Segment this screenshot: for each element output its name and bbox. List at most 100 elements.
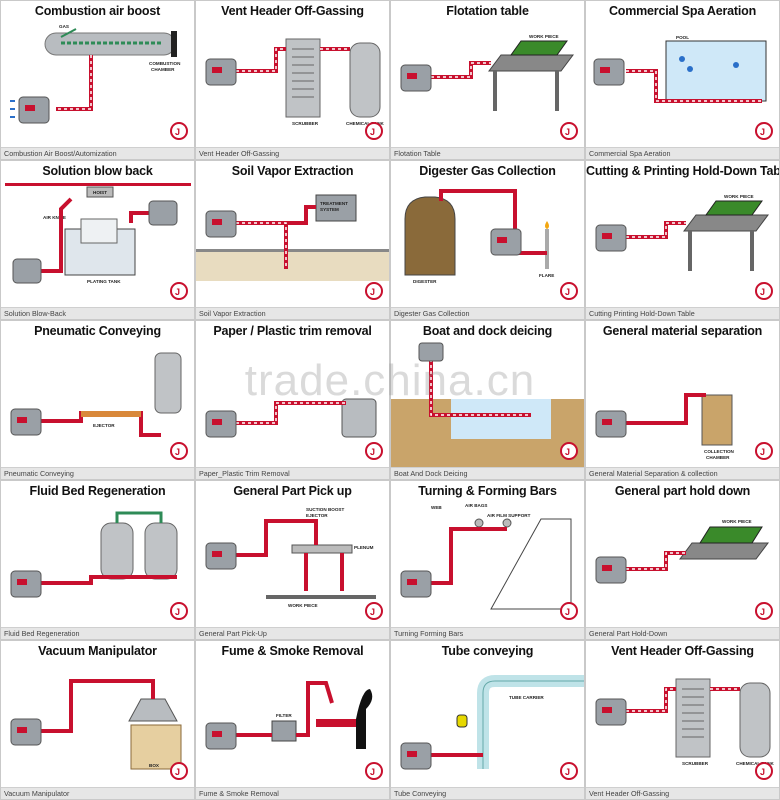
blower-motor xyxy=(602,707,612,713)
tile-title: Combustion air boost xyxy=(34,4,161,18)
filter xyxy=(271,720,297,742)
tile-caption: Turning Forming Bars xyxy=(391,627,584,639)
box xyxy=(130,724,182,770)
blower-icon xyxy=(148,200,178,226)
brand-logo-icon xyxy=(755,442,773,460)
tile-caption: Solution Blow-Back xyxy=(1,307,194,319)
brand-logo-glyph: J xyxy=(760,127,765,137)
forming-scene: WEB AIR BAGS AIR FILM SUPPORT J xyxy=(400,503,578,620)
label-hoist: HOIST xyxy=(93,190,107,195)
plenum xyxy=(291,544,353,554)
tile-tube-conveying: Tube conveying TUBE CARRIER J Tube Conve… xyxy=(390,640,585,800)
tile-title: Vent Header Off-Gassing xyxy=(221,4,364,18)
tile-vent-header-2: Vent Header Off-Gassing SCRUBBER CHEMICA… xyxy=(585,640,780,800)
brand-logo-icon xyxy=(170,282,188,300)
brand-logo-glyph: J xyxy=(370,607,375,617)
label-air-bags: AIR BAGS xyxy=(465,503,487,508)
hoist-rail xyxy=(5,183,191,186)
table-top xyxy=(679,542,769,560)
tile-title: General part hold down xyxy=(614,484,751,498)
pipe-dash xyxy=(236,48,350,72)
suction-hood xyxy=(128,698,178,722)
brand-logo-glyph: J xyxy=(760,447,765,457)
tile-title: Flotation table xyxy=(446,4,529,18)
label-scrubber: SCRUBBER xyxy=(292,121,319,126)
scrubber-lines xyxy=(682,688,704,738)
table-top xyxy=(683,214,769,232)
tile-spa-aeration: Commercial Spa Aeration POOL J Commercia… xyxy=(585,0,780,160)
brand-logo-glyph: J xyxy=(565,607,570,617)
brand-logo-icon xyxy=(170,442,188,460)
brand-logo-glyph: J xyxy=(565,767,570,777)
worker-figure xyxy=(356,689,373,749)
tile-trim-removal: Paper / Plastic trim removal J Paper_Pla… xyxy=(195,320,390,480)
brand-logo-icon xyxy=(560,602,578,620)
pipe xyxy=(431,61,491,79)
blower-motor xyxy=(212,731,222,737)
label-flare: FLARE xyxy=(539,273,554,278)
brand-logo-icon xyxy=(755,282,773,300)
label-chemical-tank: CHEMICAL TANK xyxy=(346,121,385,126)
label-tube-carrier: TUBE CARRIER xyxy=(509,695,544,700)
brand-logo-glyph: J xyxy=(760,607,765,617)
label-suction-boost: SUCTION BOOST xyxy=(306,507,344,512)
combustion-scene: GAS COMBUSTION CHAMBER J xyxy=(10,24,188,140)
label-chamber: CHAMBER xyxy=(151,67,175,72)
chemical-tank xyxy=(349,42,381,118)
label-plating-tank: PLATING TANK xyxy=(87,279,121,284)
tile-vacuum-manipulator: Vacuum Manipulator BOX J Vacuum Manipula… xyxy=(0,640,195,800)
brand-logo-icon xyxy=(170,762,188,780)
label-work-piece: WORK PIECE xyxy=(288,603,318,608)
blower-motor xyxy=(25,105,35,111)
pipe-dash xyxy=(430,359,531,416)
pipe-dash xyxy=(236,222,287,269)
tile-caption: General Material Separation & collection xyxy=(586,467,779,479)
blower-motor xyxy=(212,419,222,425)
label-work-piece: WORK PIECE xyxy=(529,34,559,39)
deicing-scene: J xyxy=(391,342,584,467)
tile-caption: Pneumatic Conveying xyxy=(1,467,194,479)
label-treatment: TREATMENT xyxy=(320,201,348,206)
brand-logo-glyph: J xyxy=(175,127,180,137)
forming-board xyxy=(490,518,572,610)
tile-cutting-printing: Cutting & Printing Hold-Down Table WORK … xyxy=(585,160,780,320)
table-leg xyxy=(688,231,692,271)
blower-motor xyxy=(407,73,417,79)
hoist xyxy=(86,186,114,198)
pipe xyxy=(129,211,149,223)
pool xyxy=(665,40,767,102)
pipe-dash xyxy=(431,62,491,78)
carrier-icon xyxy=(456,714,468,728)
bubble-icon xyxy=(679,56,685,62)
pipe xyxy=(626,69,670,103)
tile-title: General Part Pick up xyxy=(233,484,352,498)
label-gas: GAS xyxy=(59,24,69,29)
vent-scene-2: SCRUBBER CHEMICAL TANK J xyxy=(595,678,775,780)
link-pipe xyxy=(115,511,163,523)
brand-logo-icon xyxy=(170,602,188,620)
label-work-piece: WORK PIECE xyxy=(724,194,754,199)
tile-title: Vacuum Manipulator xyxy=(38,644,157,658)
flare-stack xyxy=(545,229,549,269)
bed-vessel xyxy=(144,522,178,580)
tile-caption: Boat And Dock Deicing xyxy=(391,467,584,479)
parts-basket xyxy=(80,218,118,244)
pipe xyxy=(236,519,344,591)
holddown-scene: WORK PIECE J xyxy=(595,519,773,620)
soil-scene: TREATMENT SYSTEM J xyxy=(196,194,389,300)
blower-motor xyxy=(497,237,507,243)
collection-bin xyxy=(341,398,377,438)
fume-scene: FILTER J xyxy=(205,681,383,780)
separation-scene: COLLECTION CHAMBER J xyxy=(595,393,773,460)
label-filter: FILTER xyxy=(276,713,292,718)
brand-logo-glyph: J xyxy=(175,447,180,457)
label-ejector: EJECTOR xyxy=(306,513,328,518)
blower-motor xyxy=(407,751,417,757)
scrubber-lines xyxy=(292,48,314,98)
brand-logo-icon xyxy=(365,122,383,140)
tile-title: Soil Vapor Extraction xyxy=(231,164,354,178)
flame-icon xyxy=(545,221,549,229)
label-work-piece: WORK PIECE xyxy=(722,519,752,524)
brand-logo-glyph: J xyxy=(175,607,180,617)
